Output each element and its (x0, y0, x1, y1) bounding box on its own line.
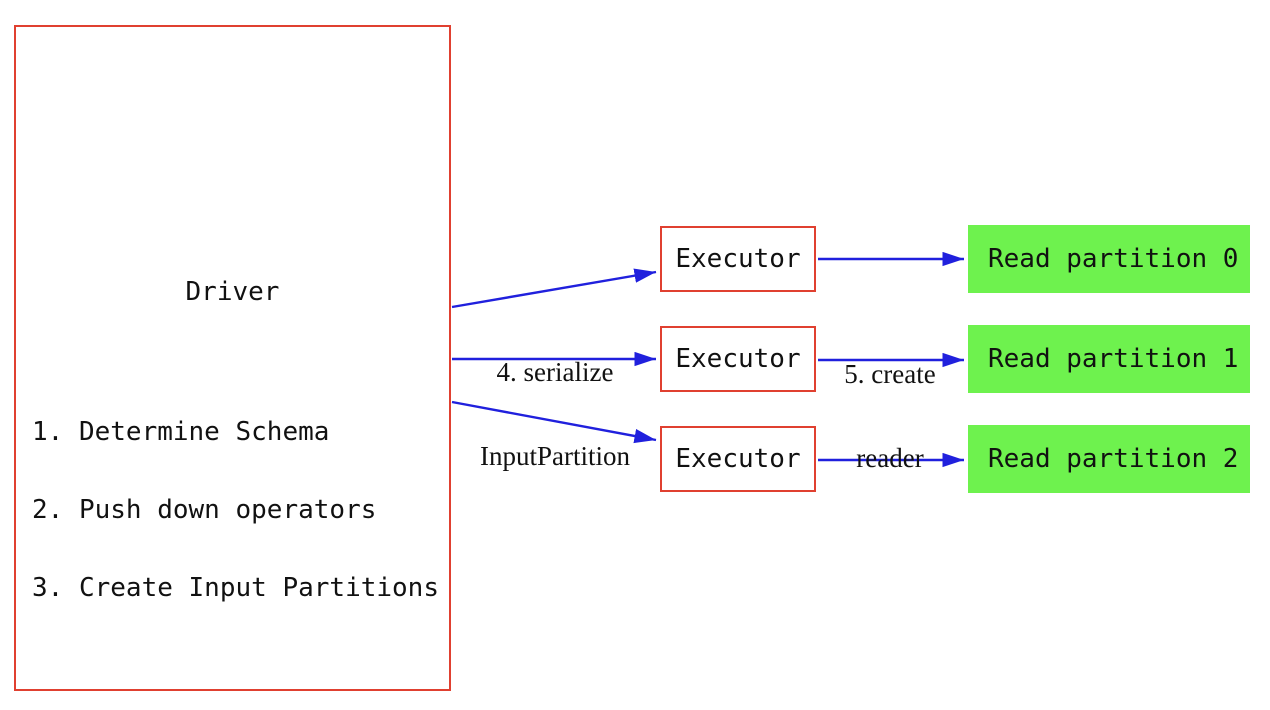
driver-steps: 1. Determine Schema 2. Push down operato… (32, 367, 439, 653)
driver-step-3: 3. Create Input Partitions (32, 573, 439, 603)
annotation-create-reader: 5. create reader (812, 304, 968, 528)
read-partition-box-0: Read partition 0 (968, 225, 1250, 293)
driver-step-1: 1. Determine Schema (32, 417, 330, 447)
executor-label-3: Executor (675, 444, 801, 474)
read-partition-label-0: Read partition 0 (988, 244, 1239, 274)
read-partition-label-2: Read partition 2 (988, 444, 1239, 474)
driver-box: Driver 1. Determine Schema 2. Push down … (14, 25, 451, 691)
annotation-serialize-line-2: InputPartition (480, 441, 630, 471)
executor-box-2: Executor (660, 326, 816, 392)
driver-step-2: 2. Push down operators (32, 495, 377, 525)
read-partition-label-1: Read partition 1 (988, 344, 1239, 374)
driver-title: Driver (185, 277, 280, 307)
annotation-serialize-line-1: 4. serialize (496, 357, 614, 387)
annotation-serialize-inputpartition: 4. serialize InputPartition (453, 302, 657, 526)
executor-box-1: Executor (660, 226, 816, 292)
annotation-create-reader-line-1: 5. create (844, 359, 936, 389)
read-partition-box-1: Read partition 1 (968, 325, 1250, 393)
annotation-create-reader-line-2: reader (856, 443, 924, 473)
executor-label-2: Executor (675, 344, 801, 374)
executor-label-1: Executor (675, 244, 801, 274)
read-partition-box-2: Read partition 2 (968, 425, 1250, 493)
executor-box-3: Executor (660, 426, 816, 492)
